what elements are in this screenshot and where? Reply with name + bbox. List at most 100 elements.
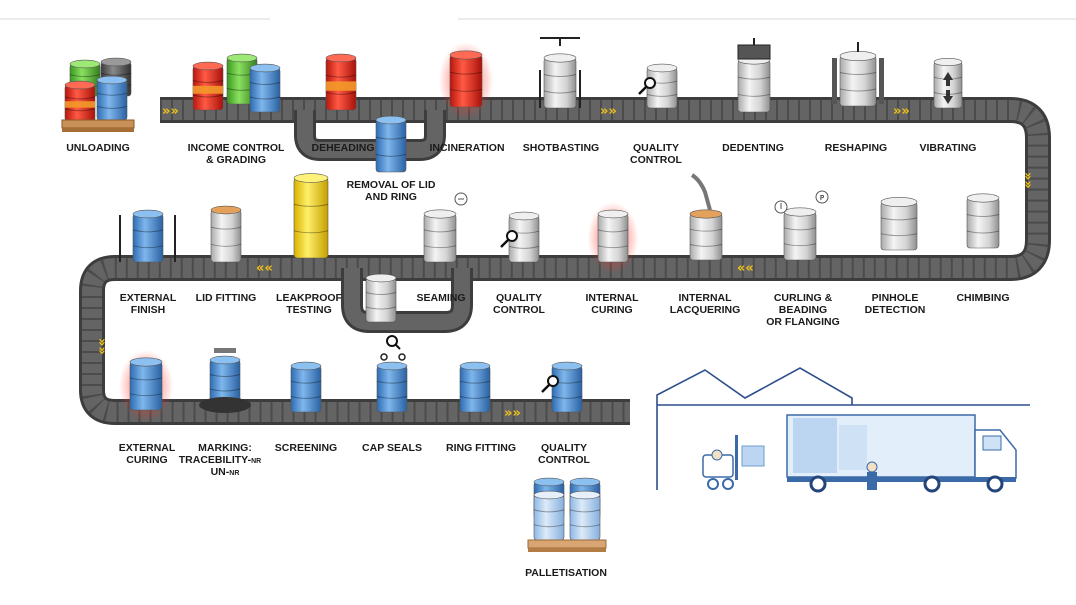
drum-steel bbox=[783, 207, 817, 261]
label-marking-c: UN-NR bbox=[211, 466, 240, 478]
drum-green bbox=[226, 53, 258, 105]
drum-steel bbox=[880, 197, 918, 251]
arrow-up-icon bbox=[943, 72, 953, 86]
label-screening: SCREENING bbox=[275, 442, 337, 454]
label-dedenting: DEDENTING bbox=[722, 142, 784, 154]
magnifier-icon bbox=[638, 77, 656, 95]
drum-internal-curing bbox=[587, 202, 639, 274]
pallet-icon bbox=[61, 119, 135, 132]
label-external-finish-a: EXTERNAL bbox=[120, 292, 177, 304]
svg-text:P: P bbox=[820, 194, 824, 202]
label-curling-c: OR FLANGING bbox=[766, 316, 840, 328]
label-pinhole-b: DETECTION bbox=[865, 304, 926, 316]
label-cap-seals: CAP SEALS bbox=[362, 442, 422, 454]
conveyor-belt bbox=[79, 97, 1051, 425]
gauge-icon: P bbox=[815, 190, 829, 204]
svg-text:»»: »» bbox=[162, 104, 179, 119]
label-shotbasting: SHOTBASTING bbox=[523, 142, 599, 154]
label-palletisation: PALLETISATION bbox=[525, 567, 607, 579]
shotblast-frame bbox=[539, 37, 581, 108]
drum-steel bbox=[423, 209, 457, 263]
label-internal-lacquering-b: LACQUERING bbox=[670, 304, 741, 316]
magnifier-icon bbox=[500, 230, 518, 248]
drum-red bbox=[325, 53, 357, 111]
marking-base bbox=[199, 397, 251, 413]
label-income-control-2: & GRADING bbox=[206, 154, 266, 166]
label-seaming: SEAMING bbox=[416, 292, 465, 304]
label-quality-control-2b: CONTROL bbox=[493, 304, 545, 316]
label-unloading: UNLOADING bbox=[66, 142, 130, 154]
drum-blue bbox=[96, 75, 128, 121]
drum-incinerated bbox=[438, 42, 494, 120]
label-quality-control-3b: CONTROL bbox=[538, 454, 590, 466]
gauge-icon bbox=[774, 200, 788, 214]
arrow-down-icon bbox=[943, 90, 953, 104]
drum-blue bbox=[209, 355, 241, 405]
label-quality-control-1b: CONTROL bbox=[630, 154, 682, 166]
label-quality-control-2a: QUALITY bbox=[496, 292, 542, 304]
pallet-icon bbox=[527, 539, 607, 552]
svg-text:»»: »» bbox=[504, 406, 521, 421]
svg-text:»»: »» bbox=[893, 104, 910, 119]
label-chimbing: CHIMBING bbox=[956, 292, 1009, 304]
label-quality-control-3a: QUALITY bbox=[541, 442, 587, 454]
label-external-curing-a: EXTERNAL bbox=[119, 442, 176, 454]
drum-steel bbox=[689, 209, 723, 261]
label-internal-curing-b: CURING bbox=[591, 304, 632, 316]
drum-blue bbox=[132, 209, 164, 263]
drum-blue bbox=[290, 361, 322, 413]
drum-red bbox=[64, 80, 96, 122]
magnifier-icon bbox=[541, 375, 559, 393]
label-leakproof-a: LEAKPROOF bbox=[276, 292, 343, 304]
label-external-finish-b: FINISH bbox=[131, 304, 165, 316]
leakproof-tester bbox=[293, 173, 329, 259]
drum-light bbox=[533, 490, 565, 541]
drum-steel bbox=[646, 63, 678, 109]
label-vibrating: VIBRATING bbox=[920, 142, 977, 154]
label-reshaping: RESHAPING bbox=[825, 142, 887, 154]
label-marking-b: TRACEBILITY-NR bbox=[179, 454, 261, 466]
svg-text:««: «« bbox=[256, 261, 273, 276]
drum-red bbox=[192, 61, 224, 111]
drum-blue bbox=[459, 361, 491, 413]
drum-blue bbox=[376, 361, 408, 413]
external-finish-bars bbox=[119, 215, 176, 262]
direction-chevrons: »» »» »» «« «« »» »» »» bbox=[94, 104, 1035, 421]
dedenting-press bbox=[737, 38, 771, 60]
drum-steel bbox=[543, 53, 577, 109]
drum-external-curing bbox=[118, 350, 174, 422]
drum-blue bbox=[375, 115, 407, 173]
label-internal-curing-a: INTERNAL bbox=[585, 292, 639, 304]
svg-text:««: «« bbox=[737, 261, 754, 276]
label-removal-lid-2: AND RING bbox=[365, 191, 417, 203]
label-leakproof-b: TESTING bbox=[286, 304, 332, 316]
gauge-icon bbox=[380, 353, 406, 361]
drum-steel bbox=[966, 193, 1000, 249]
svg-text:»»: »» bbox=[1020, 172, 1035, 189]
label-incineration: INCINERATION bbox=[429, 142, 504, 154]
lacquer-nozzle bbox=[690, 173, 712, 211]
drum-steel bbox=[839, 51, 877, 107]
label-income-control-1: INCOME CONTROL bbox=[188, 142, 285, 154]
drum-steel bbox=[508, 211, 540, 263]
forklift-icon bbox=[702, 435, 765, 490]
label-ring-fitting: RING FITTING bbox=[446, 442, 516, 454]
label-deheading: DEHEADING bbox=[311, 142, 374, 154]
magnifier-icon bbox=[386, 335, 401, 350]
drum-steel bbox=[210, 205, 242, 263]
drum-blue bbox=[551, 361, 583, 413]
warehouse-icon bbox=[656, 367, 1030, 490]
svg-text:»»: »» bbox=[600, 104, 617, 119]
reshaping-press bbox=[832, 42, 884, 104]
label-lid-fitting: LID FITTING bbox=[196, 292, 257, 304]
label-external-curing-b: CURING bbox=[126, 454, 167, 466]
label-pinhole-a: PINHOLE bbox=[872, 292, 919, 304]
drum-blue bbox=[249, 63, 281, 113]
label-marking-a: MARKING: bbox=[198, 442, 252, 454]
label-quality-control-1a: QUALITY bbox=[633, 142, 679, 154]
drum-steel bbox=[737, 55, 771, 113]
label-curling-a: CURLING & bbox=[774, 292, 833, 304]
marking-printer bbox=[214, 348, 236, 353]
